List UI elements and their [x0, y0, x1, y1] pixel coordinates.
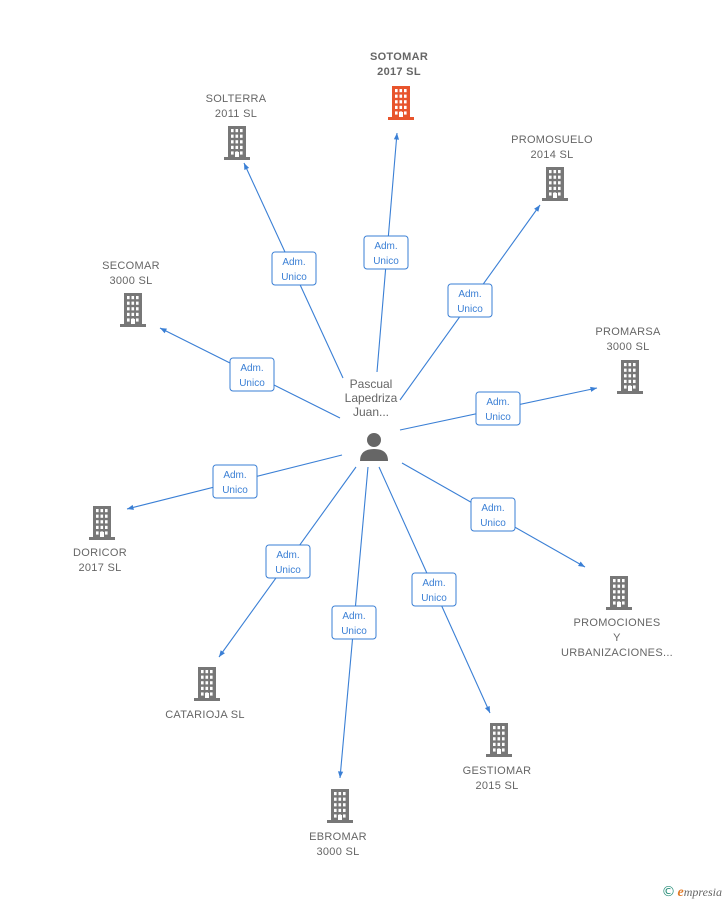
company-name: PROMOCIONES [573, 617, 660, 629]
relation-text: Unico [275, 565, 301, 576]
company-node-secomar[interactable]: SECOMAR 3000 SL [102, 260, 160, 327]
company-name: 2017 SL [377, 66, 421, 78]
company-node-promociones[interactable]: PROMOCIONES Y URBANIZACIONES... [561, 576, 673, 659]
arrowhead-catarioja [219, 650, 225, 657]
company-name: 2017 SL [78, 562, 121, 574]
building-icon [89, 506, 115, 540]
company-name: 3000 SL [316, 846, 359, 858]
company-node-promosuelo[interactable]: PROMOSUELO 2014 SL [511, 134, 593, 201]
company-node-ebromar[interactable]: EBROMAR 3000 SL [309, 789, 367, 858]
building-icon [327, 789, 353, 823]
relation-text: Adm. [240, 363, 263, 374]
relation-text: Adm. [481, 503, 504, 514]
arrowhead-promociones [578, 561, 585, 567]
arrowhead-promosuelo [534, 205, 540, 212]
copyright-icon: © [661, 884, 676, 900]
arrowhead-secomar [160, 328, 167, 334]
relation-label-promosuelo[interactable]: Adm. Unico [447, 283, 493, 318]
relation-text: Adm. [276, 550, 299, 561]
building-icon [388, 86, 414, 120]
building-icon [606, 576, 632, 610]
company-name: 2014 SL [530, 149, 573, 161]
relation-label-promociones[interactable]: Adm. Unico [470, 497, 516, 532]
person-icon [360, 433, 388, 461]
relation-text: Adm. [374, 241, 397, 252]
center-person-node[interactable]: PascualLapedrizaJuan... [345, 377, 398, 461]
arrowhead-solterra [244, 163, 250, 170]
company-name: GESTIOMAR [463, 765, 532, 777]
relation-text: Adm. [282, 257, 305, 268]
arrowhead-promarsa [590, 386, 597, 392]
building-icon [194, 667, 220, 701]
relation-text: Unico [341, 626, 367, 637]
company-node-doricor[interactable]: DORICOR 2017 SL [73, 506, 127, 574]
relation-text: Unico [222, 485, 248, 496]
company-name: 2015 SL [475, 780, 518, 792]
relation-text: Unico [421, 593, 447, 604]
company-node-promarsa[interactable]: PROMARSA 3000 SL [595, 326, 661, 394]
relation-text: Adm. [458, 289, 481, 300]
company-name: DORICOR [73, 547, 127, 559]
relation-text: Unico [373, 256, 399, 267]
company-name: SECOMAR [102, 260, 160, 272]
relation-text: Unico [457, 304, 483, 315]
company-name: 3000 SL [606, 341, 649, 353]
relation-label-solterra[interactable]: Adm. Unico [271, 251, 317, 286]
brand-logo-initial: e [677, 885, 684, 900]
arrowhead-doricor [127, 504, 134, 510]
brand-logo-text: mpresia [683, 885, 722, 899]
brand-footer[interactable]: ©empresia [662, 884, 722, 901]
company-name: SOTOMAR [370, 51, 428, 63]
company-name: PROMARSA [595, 326, 661, 338]
company-node-catarioja[interactable]: CATARIOJA SL [165, 667, 245, 721]
building-icon [120, 293, 146, 327]
person-name: Lapedriza [345, 391, 398, 405]
building-icon [486, 723, 512, 757]
company-name: CATARIOJA SL [165, 709, 245, 721]
building-icon [224, 126, 250, 160]
relation-text: Adm. [342, 611, 365, 622]
nodes-layer: SOTOMAR 2017 SL SOLTERRA 2011 SL PROMOSUELO 2… [73, 51, 673, 858]
relation-text: Unico [480, 518, 506, 529]
building-icon [617, 360, 643, 394]
edges-layer: Adm.UnicoAdm.UnicoAdm.UnicoAdm.UnicoAdm.… [126, 132, 598, 779]
company-name: 3000 SL [109, 275, 152, 287]
company-name: EBROMAR [309, 831, 367, 843]
relation-text: Unico [239, 378, 265, 389]
person-name: Juan... [353, 405, 389, 419]
arrowhead-gestiomar [484, 706, 490, 713]
relation-text: Unico [281, 272, 307, 283]
company-node-gestiomar[interactable]: GESTIOMAR 2015 SL [463, 723, 532, 792]
relation-label-ebromar[interactable]: Adm. Unico [331, 605, 377, 640]
arrowhead-ebromar [337, 771, 344, 778]
company-node-solterra[interactable]: SOLTERRA 2011 SL [206, 93, 267, 160]
relation-text: Adm. [223, 470, 246, 481]
company-node-sotomar[interactable]: SOTOMAR 2017 SL [370, 51, 428, 120]
relation-label-catarioja[interactable]: Adm. Unico [265, 544, 311, 579]
relation-text: Unico [485, 412, 511, 423]
relation-label-promarsa[interactable]: Adm. Unico [475, 391, 521, 426]
relation-text: Adm. [422, 578, 445, 589]
building-icon [542, 167, 568, 201]
company-name: SOLTERRA [206, 93, 267, 105]
relation-label-secomar[interactable]: Adm. Unico [229, 357, 275, 392]
company-name: URBANIZACIONES... [561, 647, 673, 659]
relation-label-sotomar[interactable]: Adm. Unico [363, 235, 409, 270]
person-name: Pascual [350, 377, 393, 391]
company-name: 2011 SL [215, 108, 257, 120]
arrowhead-sotomar [393, 133, 400, 140]
company-name: PROMOSUELO [511, 134, 593, 146]
relation-label-doricor[interactable]: Adm. Unico [212, 464, 258, 499]
relation-text: Adm. [486, 397, 509, 408]
relation-label-gestiomar[interactable]: Adm. Unico [411, 572, 457, 607]
company-name: Y [613, 632, 621, 644]
